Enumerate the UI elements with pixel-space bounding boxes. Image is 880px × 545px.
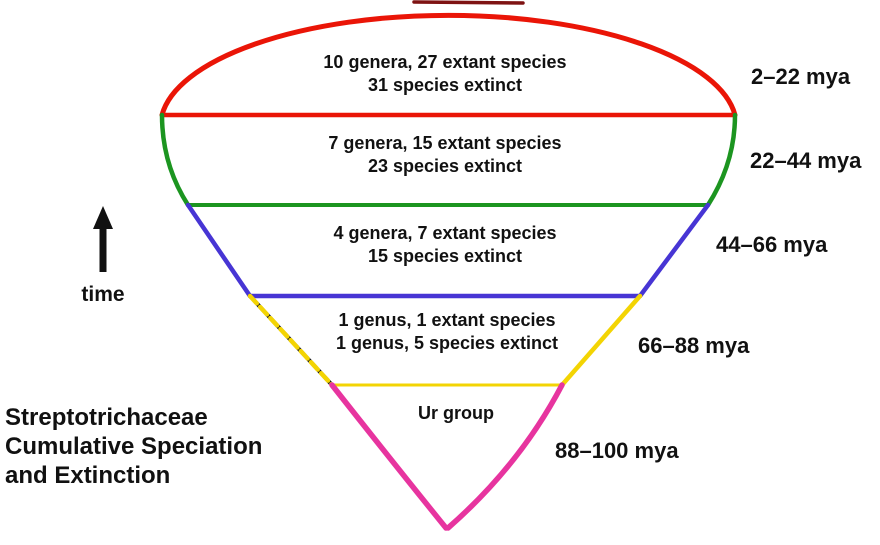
band-4-label-line2: 1 genus, 5 species extinct [336,333,558,353]
band-1-label-line2: 31 species extinct [368,75,522,95]
period-label-22-44-mya: 22–44 mya [750,148,862,173]
period-label-88-100-mya: 88–100 mya [555,438,679,463]
ur-group-label: Ur group [418,403,494,423]
band-3-label-line1: 4 genera, 7 extant species [333,223,556,243]
diagram-title-line3: and Extinction [5,462,170,489]
band-3-right-outline [637,202,711,299]
period-label-2-22-mya: 2–22 mya [751,64,851,89]
period-label-44-66-mya: 44–66 mya [716,232,828,257]
band-1-label-line1: 10 genera, 27 extant species [323,52,566,72]
period-label-66-88-mya: 66–88 mya [638,333,750,358]
band-2-left-outline [159,112,191,208]
time-arrow-head [93,206,113,229]
band-3-left-outline [185,202,253,299]
ur-group-left-outline [329,382,449,531]
time-axis-label: time [81,283,124,306]
band-2-right-outline [705,112,738,208]
time-up-arrow-icon [93,206,113,272]
band-2-label-line1: 7 genera, 15 extant species [328,133,561,153]
diagram-title-line2: Cumulative Speciation [5,433,262,460]
band-3-label-line2: 15 species extinct [368,246,522,266]
band-4-left-outline [247,293,335,388]
band-4-right-outline [559,293,643,388]
band-1-arc-outline [159,12,738,118]
ur-group-right-outline [445,382,565,531]
diagram-title-line1: Streptotrichaceae [5,404,208,431]
top-edge-artifact [412,0,525,5]
band-4-label-line1: 1 genus, 1 extant species [338,310,555,330]
band-2-label-line2: 23 species extinct [368,156,522,176]
